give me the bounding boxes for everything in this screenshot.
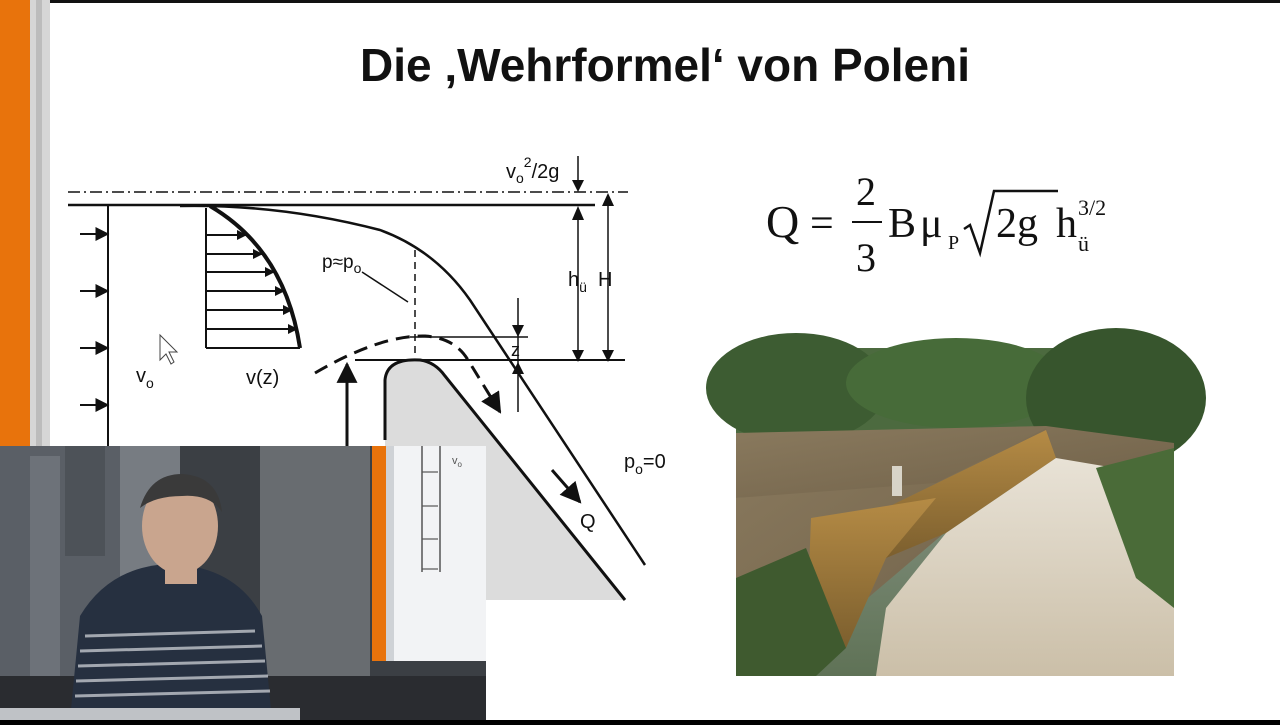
formula-lhs: Q [766, 196, 799, 247]
pressure-leader [361, 271, 409, 303]
formula-denominator: 3 [856, 235, 876, 280]
upstream-velocity-arrows [80, 227, 110, 412]
H-label: H [598, 269, 612, 291]
formula-h-sub: ü [1078, 231, 1089, 256]
weir-photo [706, 328, 1206, 676]
formula-mu-sub: P [948, 232, 959, 254]
formula-equals: = [810, 201, 834, 247]
h-label: hü [568, 269, 587, 295]
formula-h-sup: 3/2 [1078, 195, 1106, 220]
side-bar-shadow [36, 0, 42, 720]
flow-arrow [550, 469, 582, 504]
formula-mu: μ [920, 201, 943, 247]
poleni-formula: Q = 2 3 B μ P 2g h 3/2 ü [766, 169, 1106, 280]
z-label: z [511, 340, 520, 360]
formula-h: h [1056, 201, 1077, 247]
vo-label: vo [136, 365, 154, 391]
lower-nappe [314, 334, 502, 414]
inset-vo-label: vo [452, 455, 463, 469]
slide-title: Die ‚Wehrformel‘ von Poleni [359, 39, 971, 91]
vz-profile-curve [208, 204, 302, 349]
mouse-cursor-icon [159, 333, 179, 365]
upper-nappe [179, 204, 647, 566]
vz-label: v(z) [246, 367, 279, 389]
formula-root: 2g [996, 201, 1038, 247]
lecturer-video: vo [0, 446, 486, 720]
pressure-label: p≈po [322, 252, 362, 276]
p0-label: po=0 [624, 451, 666, 477]
weir-outline [383, 358, 627, 601]
velocity-head-label: vo2/2g [506, 154, 559, 186]
formula-b: B [888, 201, 916, 247]
vz-velocity-arrows [206, 230, 298, 334]
top-border [0, 0, 1280, 3]
formula-numerator: 2 [856, 169, 876, 214]
sqrt-sign [963, 189, 1058, 258]
Q-label: Q [580, 511, 596, 533]
